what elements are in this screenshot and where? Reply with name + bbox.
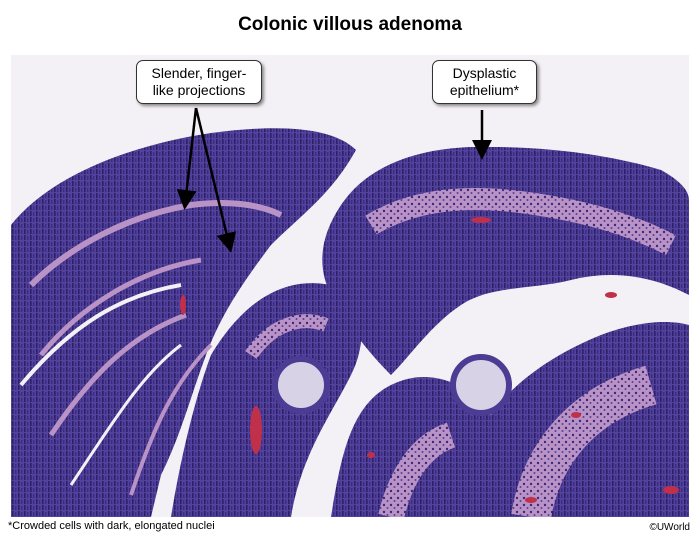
figure-title: Colonic villous adenoma [238,14,462,35]
arrow-villus-2 [194,107,237,253]
callout-finger-like-projections: Slender, finger- like projections [136,60,262,104]
histology-micrograph [11,55,689,517]
arrow-villus-1 [176,107,198,210]
footnote: *Crowded cells with dark, elongated nucl… [8,520,215,532]
copyright: ©UWorld [649,522,690,533]
callout-dysplastic-epithelium: Dysplastic epithelium* [432,60,537,104]
villous-adenoma-tissue [11,55,689,517]
